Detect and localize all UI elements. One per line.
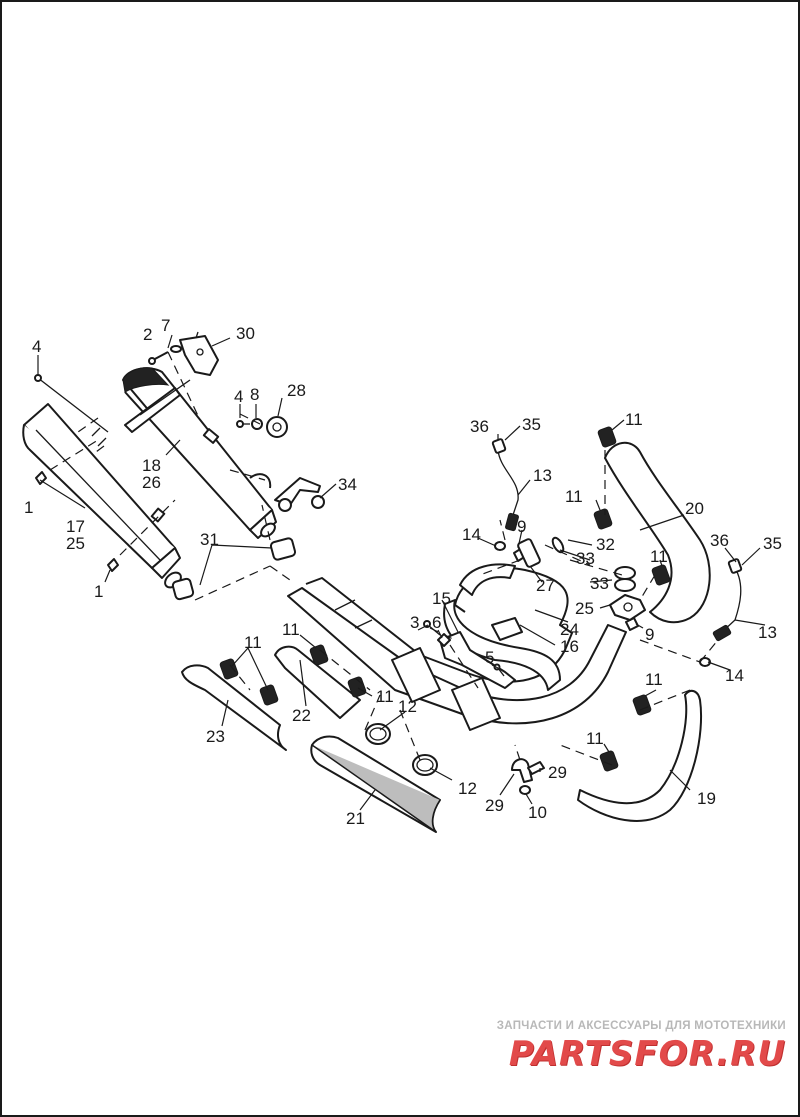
flange-25: [609, 594, 646, 621]
callout-35-b: 35: [763, 534, 782, 553]
callout-36-a: 36: [470, 417, 489, 436]
ring-33-b: [614, 578, 636, 592]
callout-23: 23: [206, 727, 225, 746]
coupler-31-top: [269, 537, 297, 561]
gasket-14-upper: [494, 541, 506, 551]
callout-35-a: 35: [522, 415, 541, 434]
callout-2: 2: [143, 325, 152, 344]
muffler-left: [22, 403, 182, 589]
callout-4-a: 4: [32, 337, 41, 356]
callout-26: 26: [142, 473, 161, 492]
bracket-34: [274, 477, 325, 512]
callout-7: 7: [161, 316, 170, 335]
callout-25-b: 25: [575, 599, 594, 618]
callout-33-b: 33: [590, 574, 609, 593]
leader-lines: [37, 334, 766, 811]
screw-2: [148, 345, 182, 365]
callout-11-c: 11: [650, 547, 668, 566]
callout-11-b: 11: [565, 487, 583, 506]
callout-14-b: 14: [725, 666, 744, 685]
callout-18: 18: [142, 456, 161, 475]
callout-8: 8: [250, 385, 259, 404]
heat-shield-19: [577, 689, 703, 822]
callout-13-a: 13: [533, 466, 552, 485]
callout-1-a: 1: [24, 498, 33, 517]
callout-22: 22: [292, 706, 311, 725]
heat-shield-21-face: [311, 744, 441, 833]
callout-11-d: 11: [645, 670, 663, 689]
callout-27: 27: [536, 576, 555, 595]
callout-9-b: 9: [645, 625, 654, 644]
callout-5: 5: [485, 648, 494, 667]
callout-20: 20: [685, 499, 704, 518]
callout-24: 24: [560, 620, 579, 639]
callout-34: 34: [338, 475, 357, 494]
screw-1-bottom: [107, 558, 119, 572]
callout-labels: 1 1 2 3 4 4 5 6 7 8 9 9 10 11 11 11 11 1…: [24, 316, 782, 828]
bracket-30: [179, 331, 219, 376]
callout-11-f: 11: [244, 633, 262, 652]
heat-shield-22: [274, 645, 361, 719]
coupler-31-bottom: [171, 577, 195, 601]
callout-4-b: 4: [234, 387, 243, 406]
callout-31: 31: [200, 530, 219, 549]
callout-15: 15: [432, 589, 451, 608]
bolt-4-left: [37, 377, 109, 433]
callout-3: 3: [410, 613, 419, 632]
callout-19: 19: [697, 789, 716, 808]
assembly-dashed-lines: [49, 351, 719, 766]
watermark-tagline: ЗАПЧАСТИ И АКСЕССУАРЫ ДЛЯ МОТОТЕХНИКИ: [496, 1020, 786, 1032]
heat-shield-20: [604, 442, 711, 624]
callout-6: 6: [432, 613, 441, 632]
o2-sensor-13-lower: [712, 558, 743, 642]
callout-17: 17: [66, 517, 85, 536]
callout-9-a: 9: [517, 517, 526, 536]
callout-1-b: 1: [94, 582, 103, 601]
callout-29-b: 29: [485, 796, 504, 815]
watermark: ЗАПЧАСТИ И АКСЕССУАРЫ ДЛЯ МОТОТЕХНИКИ PA…: [476, 1020, 786, 1074]
grommet-28: [236, 416, 288, 438]
callout-16: 16: [560, 637, 579, 656]
clamp-29: [511, 758, 545, 795]
header-pipe-front: [287, 563, 627, 731]
callout-13-b: 13: [758, 623, 777, 642]
callout-12-a: 12: [398, 697, 417, 716]
callout-36-b: 36: [710, 531, 729, 550]
o2-sensor-13-upper: [491, 438, 519, 532]
callout-11-a: 11: [625, 410, 643, 429]
callout-32: 32: [596, 535, 615, 554]
flange-27: [517, 538, 541, 568]
watermark-logo: PARTSFOR.RU: [508, 1034, 786, 1074]
callout-14-a: 14: [462, 525, 481, 544]
bolt-4-head: [34, 374, 42, 382]
callout-11-g: 11: [282, 620, 300, 639]
callout-11-h: 11: [376, 687, 394, 706]
callout-29-a: 29: [548, 763, 567, 782]
callout-25-a: 25: [66, 534, 85, 553]
heat-shield-23: [181, 664, 287, 751]
screw-1-top: [35, 471, 47, 485]
callout-28: 28: [287, 381, 306, 400]
bracket-15: [439, 631, 516, 689]
callout-33-a: 33: [576, 549, 595, 568]
clamp-11-group: [219, 426, 671, 772]
callout-12-b: 12: [458, 779, 477, 798]
callout-30: 30: [236, 324, 255, 343]
callout-11-e: 11: [586, 729, 604, 748]
band-12-group: [365, 723, 438, 776]
callout-21: 21: [346, 809, 365, 828]
callout-10: 10: [528, 803, 547, 822]
ring-33-a: [614, 566, 636, 580]
